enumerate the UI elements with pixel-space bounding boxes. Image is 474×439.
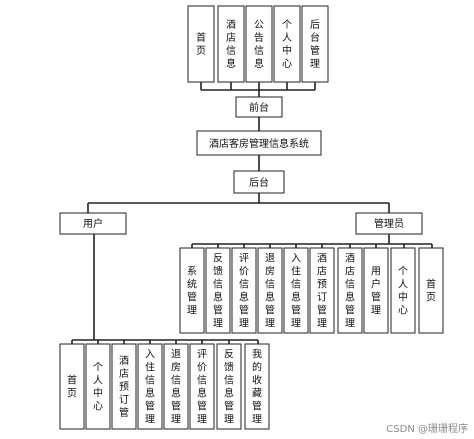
user-node-label: 用户 bbox=[83, 217, 103, 230]
user-module-6-label: 反馈信息管理 bbox=[224, 349, 234, 426]
admin-node-label: 管理员 bbox=[374, 217, 404, 230]
admin-module-2-label: 评价信息管理 bbox=[239, 253, 249, 330]
admin-module-6: 酒店信息管理 bbox=[337, 247, 363, 334]
admin-module-9: 首页 bbox=[418, 247, 444, 334]
admin-module-4-label: 入住信息管理 bbox=[291, 254, 301, 330]
front-page-0-label: 首页 bbox=[196, 31, 206, 57]
front-page-2: 公告信息 bbox=[245, 5, 273, 83]
front-page-1-label: 酒店信息 bbox=[226, 19, 236, 70]
front-page-3-label: 个人中心 bbox=[282, 19, 292, 70]
front-page-2-label: 公告信息 bbox=[254, 20, 264, 70]
front-page-1: 酒店信息 bbox=[217, 5, 245, 83]
admin-modules-group: 系统管理 反馈信息管理 评价信息管理 退房信息管理 入住信息管理 酒店预订管理 酒店信息管理… bbox=[179, 247, 444, 334]
user-module-4-label: 退房信息管理 bbox=[171, 349, 181, 426]
connector-lines bbox=[71, 82, 433, 344]
user-node: 用户 bbox=[59, 212, 127, 235]
user-module-6: 反馈信息管理 bbox=[216, 343, 242, 430]
user-module-1-label: 个人中心 bbox=[93, 362, 103, 413]
back-node-label: 后台 bbox=[249, 176, 269, 189]
front-page-0: 首页 bbox=[187, 5, 215, 83]
admin-module-6-label: 酒店信息管理 bbox=[345, 253, 355, 330]
admin-module-1: 反馈信息管理 bbox=[205, 247, 231, 334]
user-module-2: 酒店预订管 bbox=[111, 343, 137, 430]
front-page-4: 后台管理 bbox=[301, 5, 329, 83]
admin-node: 管理员 bbox=[355, 212, 423, 235]
back-node: 后台 bbox=[233, 170, 285, 194]
front-page-3: 个人中心 bbox=[273, 5, 301, 83]
user-modules-group: 首页 个人中心 酒店预订管 入住信息管理 退房信息管理 评价信息管理 反馈信息管理 我的收藏管… bbox=[59, 343, 270, 430]
system-node: 酒店客房管理信息系统 bbox=[196, 130, 322, 156]
admin-module-5: 酒店预订管理 bbox=[309, 247, 335, 334]
user-module-3-label: 入住信息管理 bbox=[145, 350, 155, 426]
admin-module-7: 用户管理 bbox=[363, 247, 389, 334]
admin-module-8: 个人中心 bbox=[390, 247, 416, 334]
front-node-label: 前台 bbox=[249, 101, 269, 114]
user-module-2-label: 酒店预订管 bbox=[119, 355, 129, 419]
user-module-5-label: 评价信息管理 bbox=[197, 349, 207, 426]
admin-module-9-label: 首页 bbox=[426, 278, 436, 304]
admin-module-5-label: 酒店预订管理 bbox=[317, 253, 327, 330]
watermark: CSDN @珊珊程序 bbox=[386, 424, 468, 435]
user-module-4: 退房信息管理 bbox=[163, 343, 189, 430]
system-node-label: 酒店客房管理信息系统 bbox=[209, 137, 309, 150]
user-module-7: 我的收藏管理 bbox=[244, 343, 270, 430]
admin-module-2: 评价信息管理 bbox=[231, 247, 257, 334]
user-module-3: 入住信息管理 bbox=[137, 343, 163, 430]
user-module-1: 个人中心 bbox=[85, 343, 111, 430]
admin-module-1-label: 反馈信息管理 bbox=[213, 253, 223, 330]
admin-module-4: 入住信息管理 bbox=[283, 247, 309, 334]
front-pages-group: 首页 酒店信息 公告信息 个人中心 后台管理 bbox=[187, 5, 329, 83]
admin-module-3: 退房信息管理 bbox=[257, 247, 283, 334]
user-module-5: 评价信息管理 bbox=[189, 343, 215, 430]
front-node: 前台 bbox=[235, 96, 283, 118]
admin-module-0: 系统管理 bbox=[179, 247, 205, 334]
front-page-4-label: 后台管理 bbox=[310, 19, 320, 70]
user-module-7-label: 我的收藏管理 bbox=[252, 349, 262, 426]
user-module-0-label: 首页 bbox=[67, 374, 77, 400]
admin-module-8-label: 个人中心 bbox=[398, 266, 408, 317]
admin-module-0-label: 系统管理 bbox=[187, 266, 197, 317]
admin-module-3-label: 退房信息管理 bbox=[265, 253, 275, 330]
admin-module-7-label: 用户管理 bbox=[371, 267, 381, 317]
user-module-0: 首页 bbox=[59, 343, 85, 430]
